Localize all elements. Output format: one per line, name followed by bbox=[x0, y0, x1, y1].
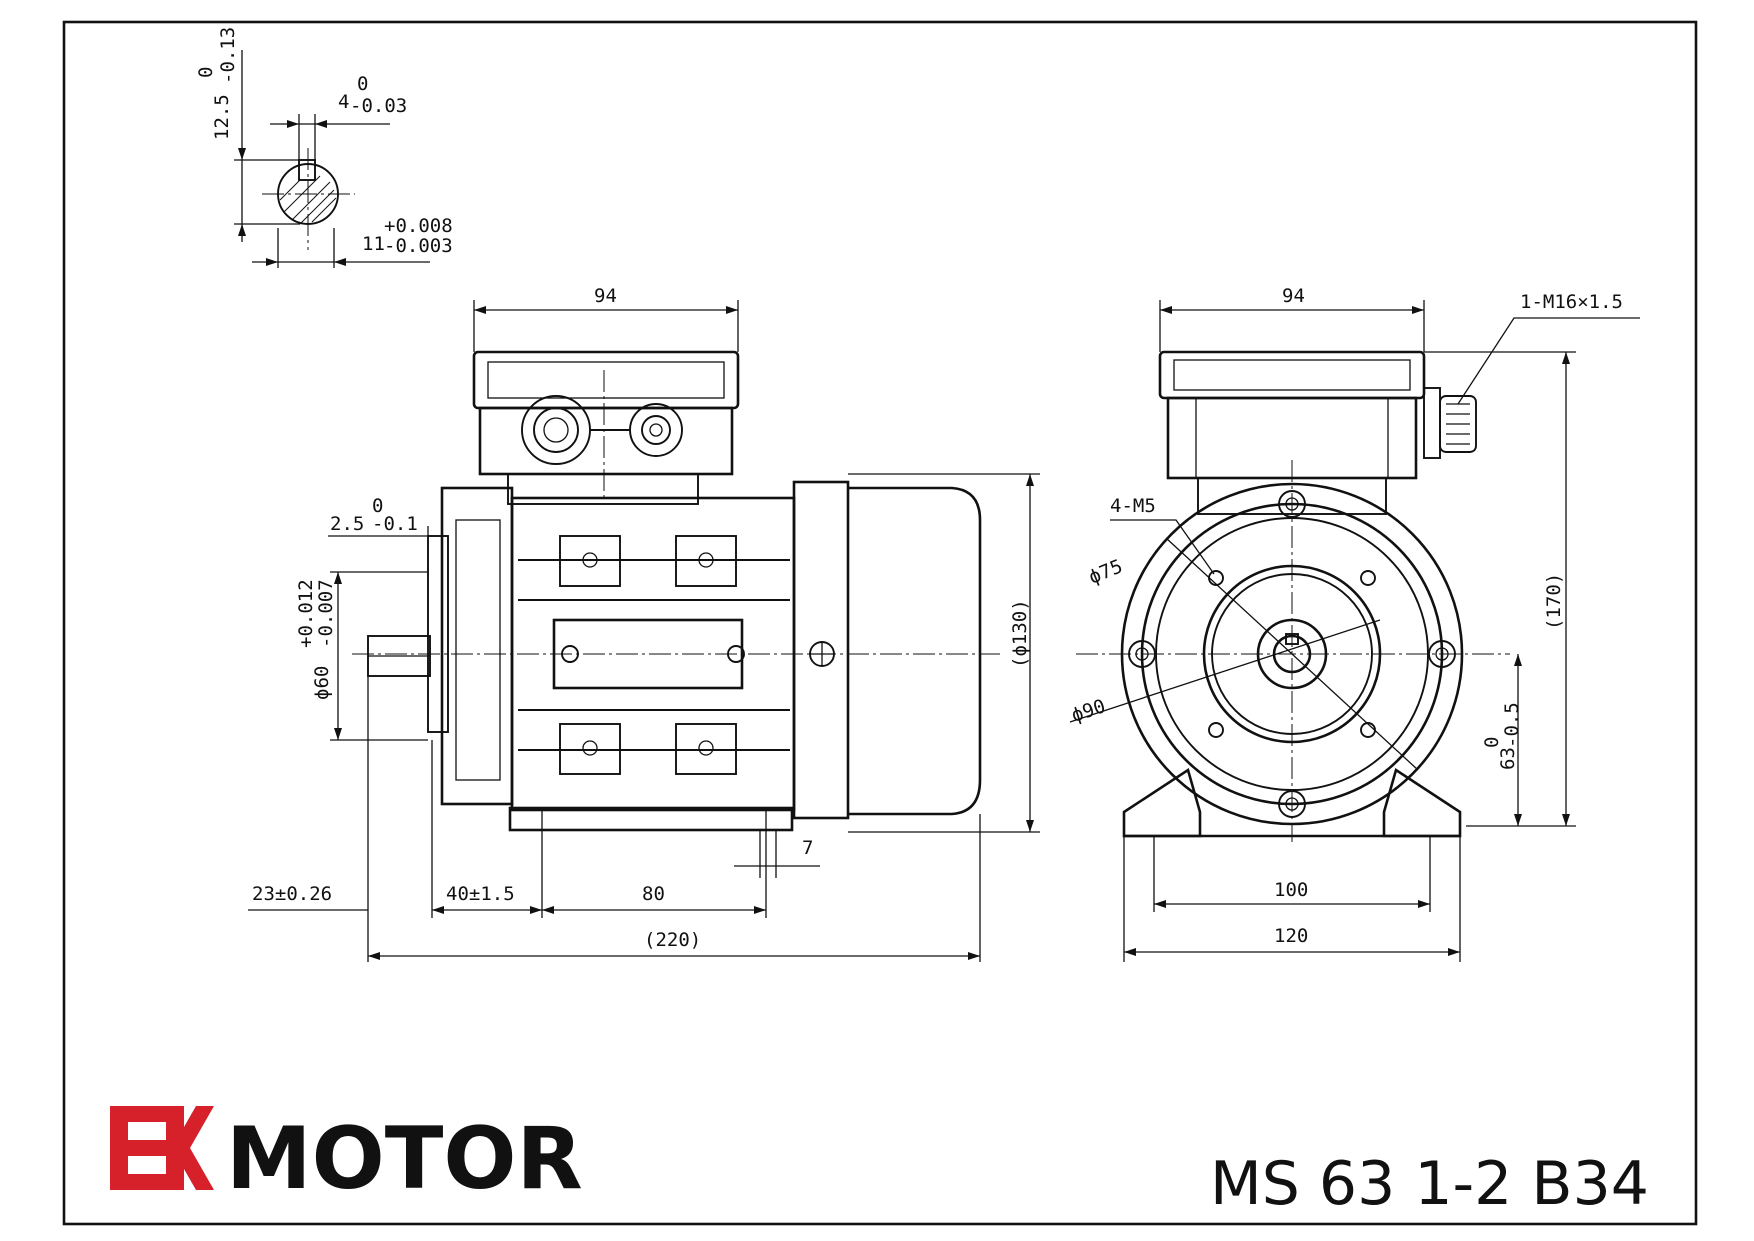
front-terminal-box-width: 94 bbox=[1282, 285, 1305, 307]
keyway-detail bbox=[234, 50, 430, 268]
key-width-lower: -0.03 bbox=[350, 95, 407, 117]
shaft-depth-upper: +0.008 bbox=[384, 215, 453, 237]
front-foot-hole-spacing: 100 bbox=[1274, 879, 1308, 901]
side-flange-lower: -0.1 bbox=[372, 513, 418, 535]
key-width-base: 4 bbox=[338, 91, 349, 113]
key-width-upper: 0 bbox=[357, 73, 368, 95]
side-foot-thickness: 7 bbox=[802, 837, 813, 859]
model-title: MS 63 1-2 B34 bbox=[1210, 1149, 1649, 1219]
side-foot-spacing: 80 bbox=[642, 883, 665, 905]
front-flange-holes: 4-M5 bbox=[1110, 495, 1156, 517]
drawing-border bbox=[62, 20, 1698, 1226]
side-shaft-to-foot: 40±1.5 bbox=[446, 883, 515, 905]
front-shaft-height-lower: -0.5 bbox=[1501, 702, 1523, 748]
front-foot-width: 120 bbox=[1274, 925, 1308, 947]
front-bolt-circle: ϕ75 bbox=[1086, 555, 1126, 588]
front-shaft-height: 63 bbox=[1497, 747, 1519, 770]
side-terminal-box-width: 94 bbox=[594, 285, 617, 307]
front-overall-height: (170) bbox=[1543, 573, 1565, 630]
side-housing-diameter: (ϕ130) bbox=[1009, 599, 1031, 668]
side-shaft-length: 23±0.26 bbox=[252, 883, 332, 905]
key-height-upper: 0 bbox=[195, 67, 217, 78]
3k-logo-icon bbox=[110, 1106, 214, 1190]
side-spigot-lower: -0.007 bbox=[315, 579, 337, 648]
side-spigot-diameter: ϕ60 bbox=[311, 666, 333, 700]
key-height-base: 12.5 bbox=[211, 94, 233, 140]
side-view bbox=[248, 300, 1040, 962]
shaft-depth-base: 11 bbox=[362, 233, 385, 255]
brand-name: MOTOR bbox=[226, 1109, 583, 1209]
side-overall-length: (220) bbox=[644, 929, 701, 951]
front-spigot: ϕ90 bbox=[1069, 695, 1108, 727]
shaft-depth-lower: -0.003 bbox=[384, 235, 453, 257]
front-shaft-height-upper: 0 bbox=[1481, 737, 1503, 748]
key-height-lower: -0.13 bbox=[217, 27, 239, 84]
side-flange-thickness: 2.5 bbox=[330, 513, 364, 535]
side-spigot-upper: +0.012 bbox=[295, 579, 317, 648]
front-view bbox=[1069, 300, 1640, 962]
front-cable-gland: 1-M16×1.5 bbox=[1520, 291, 1623, 313]
side-flange-upper: 0 bbox=[372, 495, 383, 517]
